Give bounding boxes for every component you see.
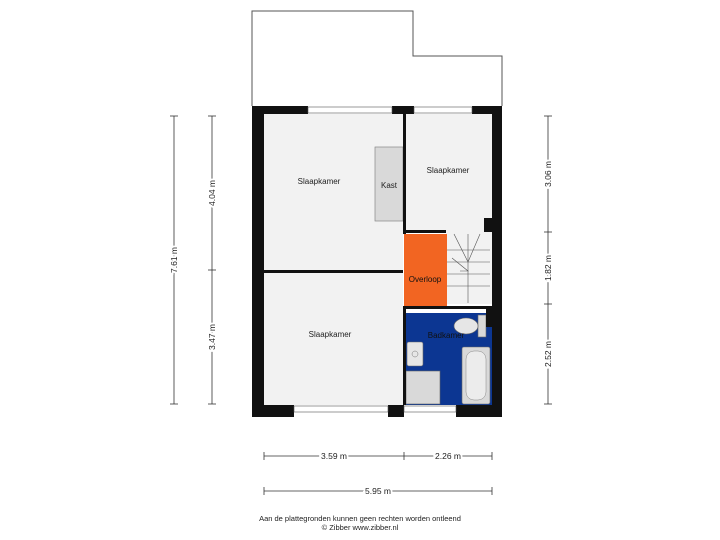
slaapkamer-top-right-floor	[406, 114, 492, 232]
dim-bottom-left: 3.59 m	[321, 451, 347, 461]
dim-right-middle: 1.82 m	[543, 255, 553, 281]
bathtub-inner	[465, 350, 487, 401]
dim-right-lower: 2.52 m	[543, 341, 553, 367]
room-label-slaapkamer-top-left: Slaapkamer	[298, 177, 341, 186]
slaapkamer-bottom-floor	[264, 273, 403, 405]
room-label-kast: Kast	[381, 181, 398, 190]
walls	[252, 106, 502, 417]
kast-floor	[374, 146, 404, 222]
copyright-text: © Zibber www.zibber.nl	[321, 523, 399, 532]
sink	[406, 341, 424, 367]
sink-drain	[411, 350, 419, 358]
dim-total-height: 7.61 m	[169, 247, 179, 273]
dim-right-upper: 3.06 m	[543, 161, 553, 187]
room-label-slaapkamer-top-right: Slaapkamer	[427, 166, 470, 175]
stair-floor	[446, 232, 492, 304]
dim-total-width: 5.95 m	[365, 486, 391, 496]
staircase	[447, 233, 490, 303]
windows	[293, 106, 473, 413]
toilet-bowl	[453, 317, 479, 335]
overloop-floor	[404, 234, 447, 306]
dim-bottom-right: 2.26 m	[435, 451, 461, 461]
disclaimer-text: Aan de plattegronden kunnen geen rechten…	[259, 514, 461, 523]
roof-outline	[251, 10, 503, 106]
toilet-tank	[477, 314, 487, 338]
room-label-overloop: Overloop	[409, 275, 442, 284]
room-label-slaapkamer-bottom: Slaapkamer	[309, 330, 352, 339]
dimension-lines	[170, 115, 552, 495]
shower-tray	[405, 370, 441, 405]
dim-left-upper: 4.04 m	[207, 180, 217, 206]
room-label-badkamer: Badkamer	[428, 331, 465, 340]
dim-left-lower: 3.47 m	[207, 324, 217, 350]
